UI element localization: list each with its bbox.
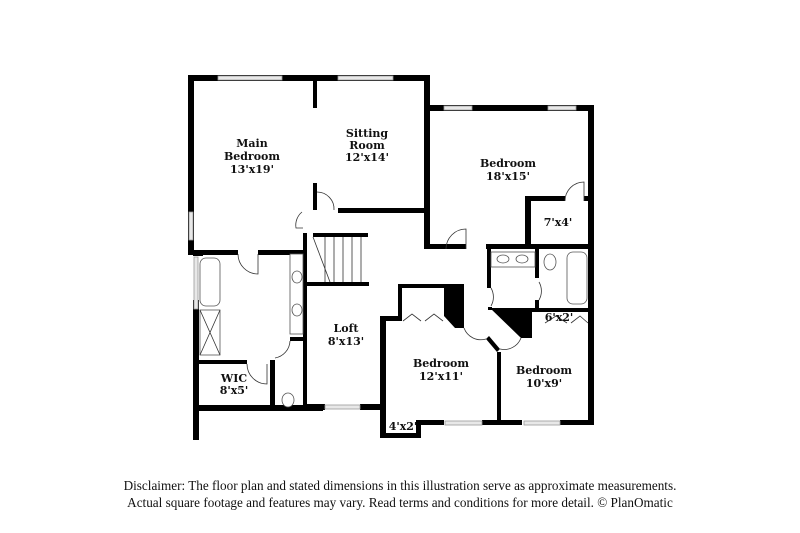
room-sitting-room-name-1: Sitting <box>346 127 388 140</box>
room-sitting-room-size: 12'x14' <box>345 151 389 164</box>
room-bedroom-2-size: 12'x11' <box>419 370 463 383</box>
stairs <box>312 236 362 283</box>
room-main-bedroom-size: 13'x19' <box>230 163 274 176</box>
room-closet-6x2-size: 6'x2' <box>545 311 574 324</box>
room-main-bedroom-name-2: Bedroom <box>224 150 280 163</box>
room-bedroom-1-name: Bedroom <box>480 157 536 170</box>
windows <box>188 75 577 426</box>
room-main-bedroom-name-1: Main <box>236 137 267 150</box>
room-labels: Main Bedroom 13'x19' Sitting Room 12'x14… <box>220 127 574 433</box>
room-bedroom-3-size: 10'x9' <box>526 377 562 390</box>
room-bedroom-3-name: Bedroom <box>516 364 572 377</box>
doors <box>237 181 589 385</box>
disclaimer-line-2: Actual square footage and features may v… <box>127 494 673 510</box>
room-loft-size: 8'x13' <box>328 335 364 348</box>
disclaimer-line-1: Disclaimer: The floor plan and stated di… <box>123 478 677 493</box>
room-wic-name: WIC <box>220 372 247 385</box>
fixtures <box>199 251 588 408</box>
walls <box>188 75 594 440</box>
room-bedroom-1-size: 18'x15' <box>486 170 530 183</box>
room-closet-7x4-size: 7'x4' <box>544 216 573 229</box>
room-loft-name: Loft <box>334 322 360 335</box>
disclaimer: Disclaimer: The floor plan and stated di… <box>0 478 800 511</box>
room-wic-size: 8'x5' <box>220 384 249 397</box>
room-bedroom-2-name: Bedroom <box>413 357 469 370</box>
room-sitting-room-name-2: Room <box>349 139 385 152</box>
room-closet-4x2-size: 4'x2' <box>389 420 418 433</box>
